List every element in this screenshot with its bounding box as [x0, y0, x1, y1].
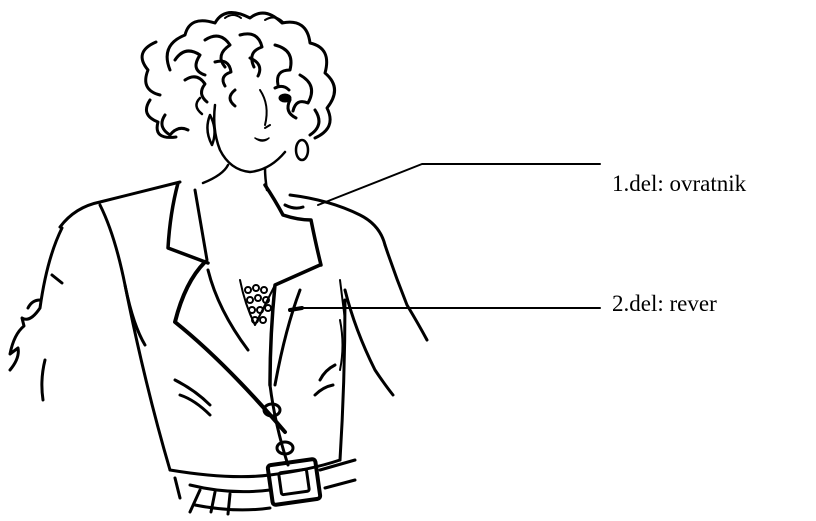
leader-line-collar [318, 164, 600, 205]
label-lapel: 2.del: rever [612, 292, 717, 315]
face [196, 86, 308, 172]
blouse-pattern [240, 280, 275, 325]
label-collar: 1.del: ovratnik [612, 172, 746, 195]
hair [142, 13, 334, 138]
jacket-body [10, 182, 427, 498]
leader-lines [300, 164, 600, 308]
belt [190, 459, 355, 514]
neck [203, 165, 267, 190]
